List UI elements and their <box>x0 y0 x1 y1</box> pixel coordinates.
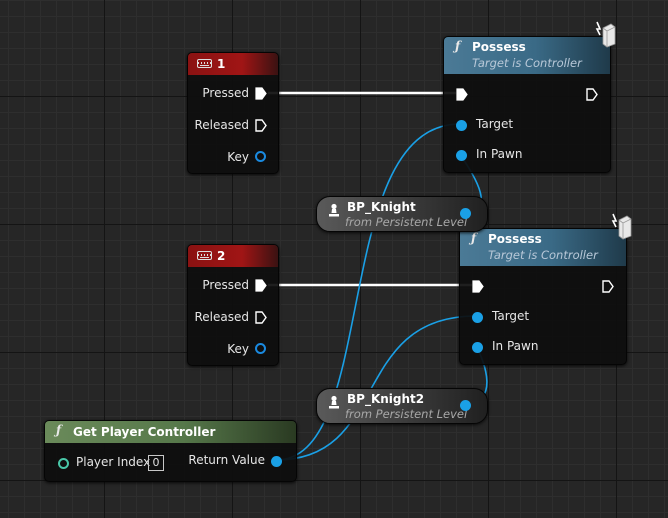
reference-output-pin[interactable] <box>460 208 471 219</box>
node-header <box>444 37 610 74</box>
network-server-icon <box>595 21 616 48</box>
exec-out-released-pin[interactable] <box>255 119 267 132</box>
in-pawn-pin[interactable] <box>472 342 483 353</box>
input-key-1-node[interactable]: 1 Pressed Released Key <box>187 52 279 174</box>
possess-node-2[interactable]: ƒ Possess Target is Controller Target In… <box>459 228 627 365</box>
in-pawn-pin[interactable] <box>456 150 467 161</box>
pin-label-player-index: Player Index <box>76 455 151 469</box>
pin-label-in-pawn: In Pawn <box>492 339 539 353</box>
possess-node-1[interactable]: ƒ Possess Target is Controller Target In… <box>443 36 611 173</box>
pin-label-key: Key <box>227 150 249 164</box>
reference-name: BP_Knight <box>347 200 416 214</box>
node-title: 1 <box>217 57 226 71</box>
pin-label-target: Target <box>476 117 514 131</box>
reference-name: BP_Knight2 <box>347 392 425 406</box>
reference-subtitle: from Persistent Level <box>345 407 468 421</box>
exec-out-pin[interactable] <box>586 88 598 101</box>
key-struct-pin[interactable] <box>255 343 266 354</box>
pawn-icon <box>329 395 339 409</box>
pin-label-pressed: Pressed <box>202 278 249 292</box>
input-key-2-node[interactable]: 2 Pressed Released Key <box>187 244 279 366</box>
get-player-controller-node[interactable]: ƒ Get Player Controller Player Index 0 R… <box>44 420 297 482</box>
node-header <box>45 421 296 443</box>
exec-out-released-pin[interactable] <box>255 311 267 324</box>
node-title: Possess <box>488 232 542 246</box>
node-header <box>460 229 626 266</box>
exec-out-pressed-pin[interactable] <box>255 87 267 100</box>
function-icon: ƒ <box>56 423 62 437</box>
pin-label-pressed: Pressed <box>202 86 249 100</box>
node-title: Get Player Controller <box>73 425 216 439</box>
pin-label-key: Key <box>227 342 249 356</box>
bp-knight-reference-node[interactable]: BP_Knight from Persistent Level <box>316 196 488 232</box>
return-value-pin[interactable] <box>271 456 282 467</box>
pin-label-target: Target <box>492 309 530 323</box>
target-pin[interactable] <box>472 312 483 323</box>
pin-label-released: Released <box>194 310 249 324</box>
node-title: 2 <box>217 249 226 263</box>
keyboard-icon <box>197 251 212 260</box>
node-subtitle: Target is Controller <box>488 248 598 262</box>
pin-label-in-pawn: In Pawn <box>476 147 523 161</box>
reference-subtitle: from Persistent Level <box>345 215 468 229</box>
node-header <box>188 245 278 267</box>
pawn-icon <box>329 203 339 217</box>
keyboard-icon <box>197 59 212 68</box>
exec-in-pin[interactable] <box>456 88 468 101</box>
pin-label-return-value: Return Value <box>188 453 265 467</box>
exec-out-pressed-pin[interactable] <box>255 279 267 292</box>
function-icon: ƒ <box>471 231 477 245</box>
player-index-input[interactable]: 0 <box>148 455 164 471</box>
node-subtitle: Target is Controller <box>472 56 582 70</box>
bp-knight2-reference-node[interactable]: BP_Knight2 from Persistent Level <box>316 388 488 424</box>
node-header <box>188 53 278 75</box>
exec-out-pin[interactable] <box>602 280 614 293</box>
key-struct-pin[interactable] <box>255 151 266 162</box>
exec-in-pin[interactable] <box>472 280 484 293</box>
pin-label-released: Released <box>194 118 249 132</box>
function-icon: ƒ <box>455 39 461 53</box>
target-pin[interactable] <box>456 120 467 131</box>
network-server-icon <box>611 213 632 240</box>
player-index-pin[interactable] <box>58 458 69 469</box>
node-title: Possess <box>472 40 526 54</box>
reference-output-pin[interactable] <box>460 400 471 411</box>
